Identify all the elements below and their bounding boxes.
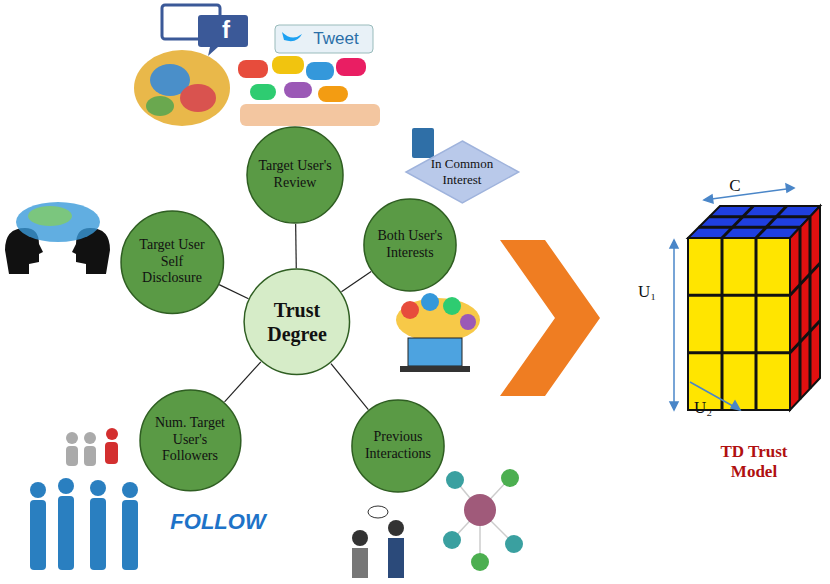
facebook-logo: f — [222, 16, 230, 44]
tweet-button: Tweet — [313, 29, 358, 49]
follow-label: FOLLOW — [170, 509, 265, 535]
node-text: Target User Self Disclosure — [132, 237, 212, 287]
factor-circle: Target User Self Disclosure — [120, 210, 225, 315]
connector-line — [331, 364, 368, 410]
factor-circle: Num. Target User's Followers — [139, 389, 242, 492]
dimension-label: C — [729, 176, 740, 196]
factor-circle: Previous Interactions — [351, 399, 445, 493]
node-text: Num. Target User's Followers — [151, 415, 229, 465]
node-text: Trust Degree — [254, 298, 339, 346]
connector-line — [341, 271, 371, 291]
rubik-cube — [688, 206, 820, 410]
dimension-label: U₁ — [638, 282, 656, 302]
followers-icon — [30, 428, 138, 570]
cube-grid — [688, 206, 820, 410]
node-text: Both User's Interests — [373, 228, 448, 262]
factor-circle: Both User's Interests — [363, 198, 457, 292]
node-text: Previous Interactions — [361, 429, 436, 463]
crowd-icon — [134, 50, 230, 126]
self-disclosure-icon — [5, 202, 110, 274]
node-text: Target User's Review — [256, 158, 334, 192]
speech-bubbles-icon — [162, 5, 373, 56]
factor-circle: Target User's Review — [246, 126, 344, 224]
connector-line — [295, 224, 297, 268]
dimension-arrows — [670, 184, 794, 410]
dimension-label: U₂ — [694, 398, 712, 418]
model-title: TD Trust Model — [711, 442, 797, 481]
connector-line — [219, 285, 248, 299]
factor-circle: Trust Degree — [243, 268, 351, 376]
speech-hands-icon — [238, 56, 380, 126]
connector-line — [225, 362, 261, 402]
chevron-arrow — [500, 240, 600, 396]
decision-diamond: In Common Interest — [406, 141, 519, 203]
node-text: In Common Interest — [430, 156, 494, 187]
